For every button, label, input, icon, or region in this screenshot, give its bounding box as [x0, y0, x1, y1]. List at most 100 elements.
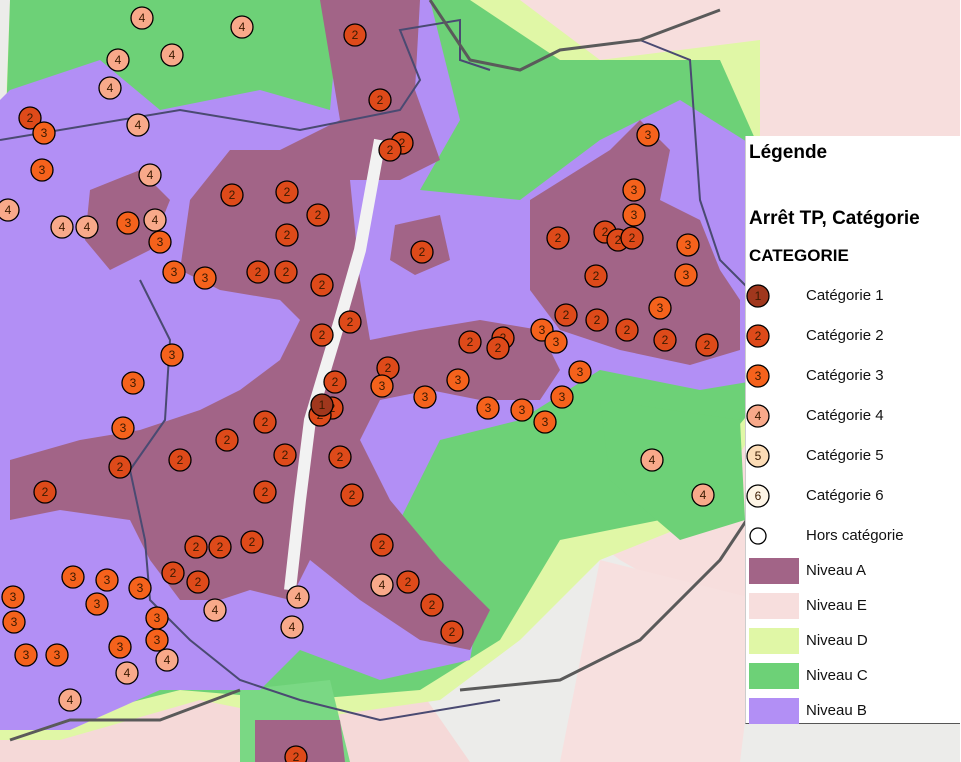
transit-stop-marker[interactable]: 4: [98, 76, 122, 100]
transit-stop-marker[interactable]: 3: [676, 233, 700, 257]
transit-stop-marker[interactable]: 3: [61, 565, 85, 589]
transit-stop-marker[interactable]: 2: [695, 333, 719, 357]
transit-stop-circle[interactable]: [533, 410, 557, 434]
transit-stop-marker[interactable]: 4: [691, 483, 715, 507]
transit-stop-circle[interactable]: [370, 533, 394, 557]
transit-stop-circle[interactable]: [340, 483, 364, 507]
transit-stop-marker[interactable]: 2: [486, 336, 510, 360]
transit-stop-marker[interactable]: 2: [328, 445, 352, 469]
transit-stop-circle[interactable]: [275, 180, 299, 204]
transit-stop-circle[interactable]: [168, 448, 192, 472]
transit-stop-marker[interactable]: 2: [615, 318, 639, 342]
transit-stop-circle[interactable]: [476, 396, 500, 420]
transit-stop-marker[interactable]: 2: [253, 410, 277, 434]
transit-stop-circle[interactable]: [310, 393, 334, 417]
transit-stop-marker[interactable]: 3: [370, 374, 394, 398]
transit-stop-marker[interactable]: 2: [343, 23, 367, 47]
transit-stop-marker[interactable]: 3: [476, 396, 500, 420]
transit-stop-marker[interactable]: 2: [108, 455, 132, 479]
transit-stop-marker[interactable]: 2: [186, 570, 210, 594]
transit-stop-marker[interactable]: 4: [370, 573, 394, 597]
transit-stop-circle[interactable]: [148, 230, 172, 254]
transit-stop-circle[interactable]: [410, 240, 434, 264]
transit-stop-marker[interactable]: 2: [554, 303, 578, 327]
transit-stop-circle[interactable]: [370, 374, 394, 398]
transit-stop-marker[interactable]: 3: [2, 610, 26, 634]
transit-stop-circle[interactable]: [546, 226, 570, 250]
transit-stop-marker[interactable]: 3: [544, 330, 568, 354]
transit-stop-marker[interactable]: 3: [446, 368, 470, 392]
transit-stop-marker[interactable]: 4: [203, 598, 227, 622]
transit-stop-circle[interactable]: [61, 565, 85, 589]
transit-stop-marker[interactable]: 4: [143, 208, 167, 232]
transit-stop-circle[interactable]: [510, 398, 534, 422]
transit-stop-marker[interactable]: 4: [155, 648, 179, 672]
transit-stop-marker[interactable]: 3: [95, 568, 119, 592]
transit-stop-circle[interactable]: [338, 310, 362, 334]
transit-stop-circle[interactable]: [240, 530, 264, 554]
transit-stop-marker[interactable]: 2: [396, 570, 420, 594]
transit-stop-circle[interactable]: [106, 48, 130, 72]
transit-stop-circle[interactable]: [310, 323, 334, 347]
transit-stop-circle[interactable]: [98, 76, 122, 100]
transit-stop-marker[interactable]: 4: [106, 48, 130, 72]
transit-stop-marker[interactable]: 4: [58, 688, 82, 712]
transit-stop-circle[interactable]: [30, 158, 54, 182]
transit-stop-circle[interactable]: [160, 43, 184, 67]
transit-stop-marker[interactable]: 2: [240, 530, 264, 554]
transit-stop-circle[interactable]: [691, 483, 715, 507]
transit-stop-marker[interactable]: 2: [161, 561, 185, 585]
transit-stop-marker[interactable]: 4: [130, 6, 154, 30]
transit-stop-circle[interactable]: [584, 264, 608, 288]
transit-stop-marker[interactable]: 2: [370, 533, 394, 557]
transit-stop-circle[interactable]: [33, 480, 57, 504]
transit-stop-circle[interactable]: [230, 15, 254, 39]
transit-stop-circle[interactable]: [396, 570, 420, 594]
transit-stop-marker[interactable]: 3: [30, 158, 54, 182]
transit-stop-marker[interactable]: 3: [121, 371, 145, 395]
transit-stop-marker[interactable]: 2: [208, 535, 232, 559]
transit-stop-circle[interactable]: [208, 535, 232, 559]
transit-stop-circle[interactable]: [653, 328, 677, 352]
transit-stop-circle[interactable]: [108, 455, 132, 479]
transit-stop-marker[interactable]: 3: [162, 260, 186, 284]
transit-stop-marker[interactable]: 2: [653, 328, 677, 352]
transit-stop-marker[interactable]: 2: [620, 226, 644, 250]
transit-stop-marker[interactable]: 4: [160, 43, 184, 67]
transit-stop-circle[interactable]: [275, 223, 299, 247]
transit-stop-marker[interactable]: 2: [306, 203, 330, 227]
transit-stop-marker[interactable]: 2: [18, 106, 42, 130]
transit-stop-marker[interactable]: 3: [145, 606, 169, 630]
transit-stop-circle[interactable]: [368, 88, 392, 112]
transit-stop-marker[interactable]: 3: [413, 385, 437, 409]
transit-stop-circle[interactable]: [378, 138, 402, 162]
transit-stop-marker[interactable]: 3: [85, 592, 109, 616]
transit-stop-circle[interactable]: [622, 178, 646, 202]
transit-stop-circle[interactable]: [280, 615, 304, 639]
transit-stop-marker[interactable]: 2: [585, 308, 609, 332]
transit-stop-marker[interactable]: 4: [230, 15, 254, 39]
transit-stop-marker[interactable]: 4: [75, 215, 99, 239]
transit-stop-circle[interactable]: [253, 410, 277, 434]
transit-stop-marker[interactable]: 3: [14, 643, 38, 667]
transit-stop-marker[interactable]: 4: [50, 215, 74, 239]
transit-stop-marker[interactable]: 2: [253, 480, 277, 504]
transit-stop-circle[interactable]: [2, 610, 26, 634]
transit-stop-marker[interactable]: 3: [160, 343, 184, 367]
transit-stop-circle[interactable]: [108, 635, 132, 659]
transit-stop-circle[interactable]: [138, 163, 162, 187]
transit-stop-circle[interactable]: [323, 370, 347, 394]
transit-stop-marker[interactable]: 3: [128, 576, 152, 600]
transit-stop-marker[interactable]: 2: [220, 183, 244, 207]
transit-stop-circle[interactable]: [286, 585, 310, 609]
transit-stop-circle[interactable]: [486, 336, 510, 360]
transit-stop-marker[interactable]: 4: [280, 615, 304, 639]
transit-stop-circle[interactable]: [0, 198, 20, 222]
transit-stop-circle[interactable]: [128, 576, 152, 600]
transit-stop-marker[interactable]: 3: [622, 203, 646, 227]
transit-stop-marker[interactable]: 2: [584, 264, 608, 288]
transit-stop-circle[interactable]: [1, 585, 25, 609]
transit-stop-marker[interactable]: 2: [168, 448, 192, 472]
transit-stop-circle[interactable]: [622, 203, 646, 227]
